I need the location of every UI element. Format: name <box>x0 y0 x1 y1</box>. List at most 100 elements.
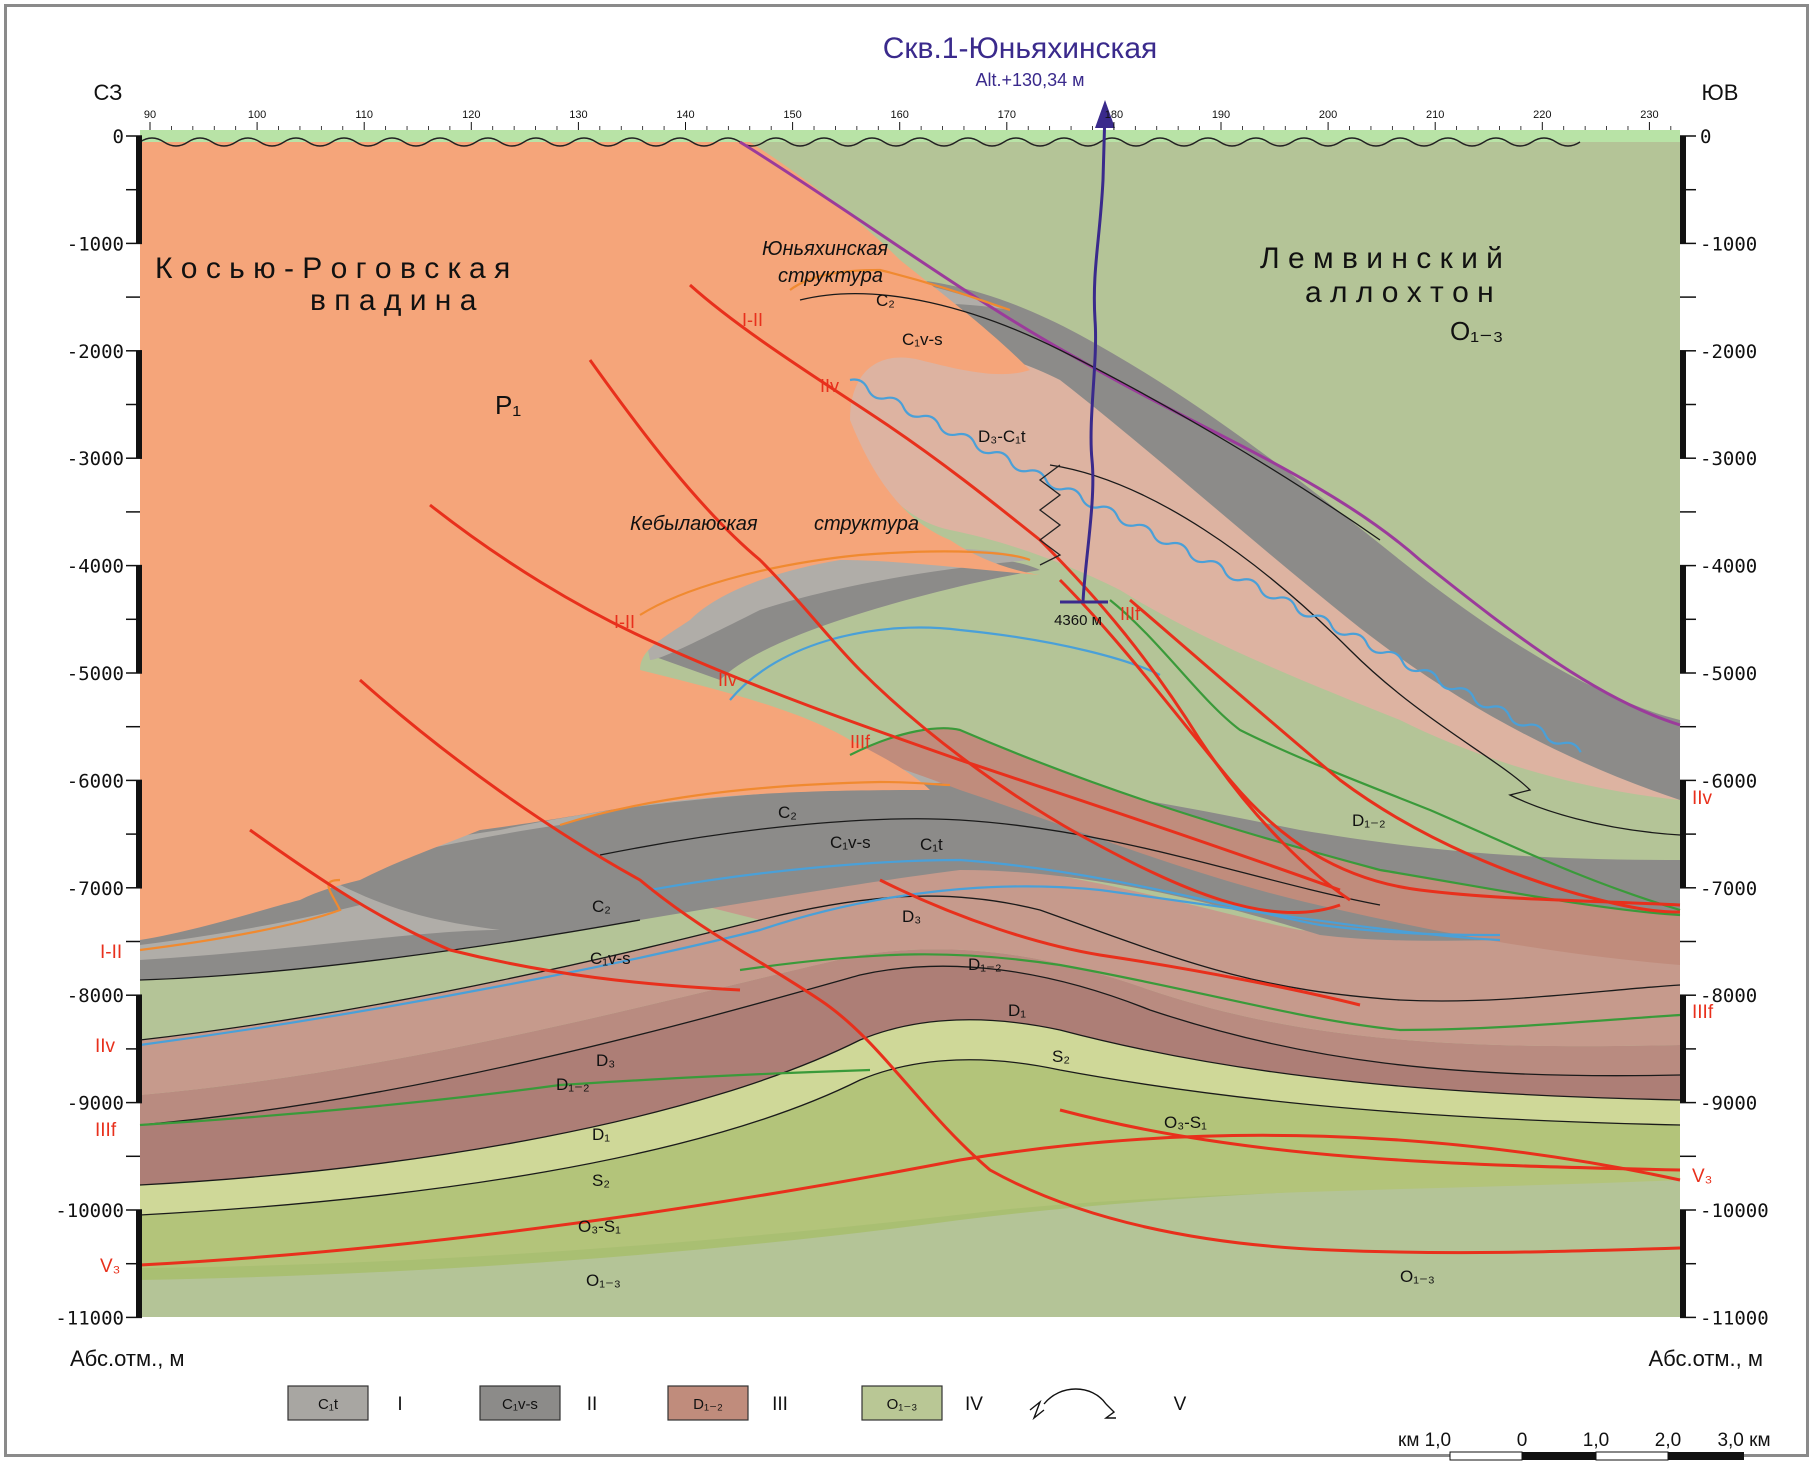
fault-label-2: IIv <box>820 376 839 396</box>
depth-axis-right: 0-1000-2000-3000-4000-5000-6000-7000-800… <box>1680 126 1769 1329</box>
top-axis-label: 100 <box>248 109 266 121</box>
unit-d12-left: D₁₋₂ <box>556 1075 590 1094</box>
legend-unit-label: D₁₋₂ <box>693 1396 723 1413</box>
depth-axis-left-label: -3000 <box>67 448 124 470</box>
fault-3 <box>429 503 1341 892</box>
legend-swatch <box>667 1385 749 1421</box>
depth-axis-right-label: -3000 <box>1700 448 1757 470</box>
unit-d1-left: D₁ <box>592 1125 610 1144</box>
fault-label-4: IIv <box>718 670 737 690</box>
depth-axis-left-label: -8000 <box>67 985 124 1007</box>
unit-o13-right: O₁₋₃ <box>1400 1267 1435 1286</box>
well-head-triangle <box>1095 100 1115 128</box>
scale-label-1: 1,0 <box>1583 1430 1609 1451</box>
unit-d12-right: D₁₋₂ <box>1352 811 1386 830</box>
scale-label-2: 2,0 <box>1655 1430 1681 1451</box>
top-axis-label: 180 <box>1105 109 1123 121</box>
horizon-right-V3: V₃ <box>1692 1166 1712 1187</box>
scale-segment-1 <box>1449 1451 1523 1461</box>
unconformity-green-thrust <box>1109 599 1681 912</box>
unit-o3s1-left: O₃-S₁ <box>578 1217 621 1236</box>
depth-axis-left-label: -5000 <box>67 663 124 685</box>
horizon-right-IIv: IIv <box>1692 788 1713 809</box>
horizon-labels-left: I-II IIv IIIf V₃ <box>95 942 122 1277</box>
scale-segment-4 <box>1668 1452 1744 1460</box>
depth-axis-left-label: -1000 <box>67 233 124 255</box>
top-axis-label: 130 <box>569 109 587 121</box>
unit-c2-left: C₂ <box>592 897 611 916</box>
unconformity-blue-upper <box>849 378 1582 753</box>
unconformity-green-mid <box>739 953 1681 1032</box>
horizon-labels-right: IIv IIIf V₃ <box>1692 788 1714 1187</box>
direction-right: ЮВ <box>1702 80 1739 105</box>
surface-strip <box>140 130 1680 142</box>
structure-yunyakhin-1: Юньяхинская <box>762 238 888 260</box>
d3-deep-layer <box>640 865 1680 1002</box>
depression-name-1: К о с ь ю - Р о г о в с к а я <box>155 252 510 285</box>
direction-left: СЗ <box>94 80 123 105</box>
depth-axis-left-label: -11000 <box>55 1307 124 1329</box>
unit-d12-mid: D₁₋₂ <box>968 955 1002 974</box>
depth-axis-right-label: -7000 <box>1700 878 1757 900</box>
unconformity-orange-kebylayu <box>639 550 1031 616</box>
unit-c1vs-mid: C₁v-s <box>830 833 871 852</box>
top-axis-label: 150 <box>783 109 801 121</box>
top-axis-label: 140 <box>676 109 694 121</box>
fault-label-5: IIIf <box>850 732 871 752</box>
well-title: Скв.1-Юньяхинская <box>883 32 1158 65</box>
top-axis-label: 200 <box>1319 109 1337 121</box>
depth-axis-right-label: -2000 <box>1700 341 1757 363</box>
unit-c1vs-left: C₁v-s <box>590 949 631 968</box>
unit-o3s1-right: O₃-S₁ <box>1164 1113 1207 1132</box>
fault-8 <box>879 878 1361 1007</box>
depth-axis-left-label: -7000 <box>67 878 124 900</box>
fault-labels: I-II IIv I-II IIv IIIf IIIf <box>614 310 1141 752</box>
depth-axis-right-label: -1000 <box>1700 233 1757 255</box>
scale-segment-2 <box>1522 1452 1596 1460</box>
structure-labels: Юньяхинская структура Кебылаюская структ… <box>630 238 919 535</box>
depth-axis-right-label: -4000 <box>1700 556 1757 578</box>
horizon-left-IIv: IIv <box>95 1036 116 1057</box>
depth-axis-right-label: -8000 <box>1700 985 1757 1007</box>
top-axis-label: 220 <box>1533 109 1551 121</box>
section-body <box>140 136 1680 1317</box>
unconformity-orange-upper <box>789 268 1011 312</box>
depth-axis-left-label: -4000 <box>67 556 124 578</box>
depth-axis-left-label: -6000 <box>67 770 124 792</box>
structure-kebylayu-2: структура <box>814 513 919 535</box>
depth-axis-left-label: 0 <box>113 126 124 148</box>
unit-s2-mid: S₂ <box>1052 1047 1070 1066</box>
unit-d3-left: D₃ <box>596 1051 615 1070</box>
p1-depression <box>140 136 1040 940</box>
top-axis-label: 190 <box>1212 109 1230 121</box>
legend-unit-label: O₁₋₃ <box>887 1396 918 1413</box>
figure-frame <box>4 4 1809 1457</box>
unconformity-green-lower <box>139 1068 871 1127</box>
fault-7 <box>1129 598 1681 914</box>
axis-label-left: Абс.отм., м <box>70 1346 185 1371</box>
depth-axis-right-label: -11000 <box>1700 1307 1769 1329</box>
top-axis-label: 170 <box>998 109 1016 121</box>
unit-s2-left: S₂ <box>592 1171 610 1190</box>
structure-yunyakhin-2: структура <box>778 265 883 287</box>
axis-label-right: Абс.отм., м <box>1648 1346 1763 1371</box>
scale-segment-3 <box>1595 1451 1669 1461</box>
unit-o13-left: O₁₋₃ <box>586 1271 621 1290</box>
unit-d3-mid: D₃ <box>902 907 921 926</box>
legend-swatch <box>287 1385 369 1421</box>
scale-label-km-left: км 1,0 <box>1398 1430 1451 1451</box>
c2-lower-left-layer <box>140 878 500 960</box>
depth-axis-left-label: -9000 <box>67 1093 124 1115</box>
depth-axis-left: 0-1000-2000-3000-4000-5000-6000-7000-800… <box>55 126 142 1329</box>
unconformity-blue-mid <box>649 858 1501 937</box>
allochthon-name-2: а л л о х т о н <box>1305 276 1494 309</box>
fault-label-1: I-II <box>742 310 763 330</box>
well-labels: Скв.1-Юньяхинская Alt.+130,34 м <box>883 32 1158 90</box>
fault-6 <box>1058 578 1681 907</box>
legend-swatch <box>479 1385 561 1421</box>
unconformity-blue-kebylayu <box>729 626 1161 701</box>
depth-axis-right-label: -10000 <box>1700 1200 1769 1222</box>
c1vs-upper-layer <box>800 278 1680 800</box>
